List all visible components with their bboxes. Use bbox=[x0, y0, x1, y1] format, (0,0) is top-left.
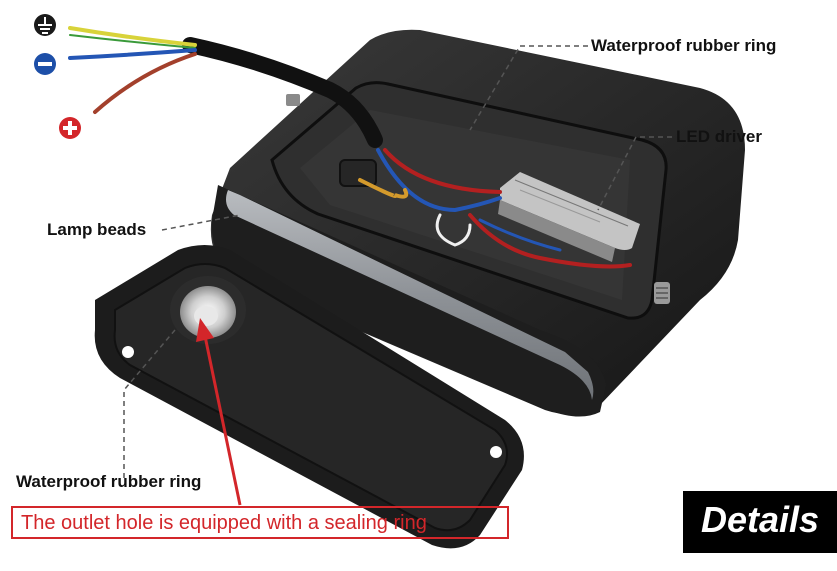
label-waterproof-ring-bottom: Waterproof rubber ring bbox=[16, 472, 202, 491]
plus-icon bbox=[59, 117, 81, 139]
sealing-note-text: The outlet hole is equipped with a seali… bbox=[21, 512, 427, 534]
top-screw bbox=[286, 94, 300, 106]
ground-icon bbox=[34, 14, 56, 36]
mounting-hole-left bbox=[122, 346, 134, 358]
back-cover-plate bbox=[94, 245, 524, 549]
side-screw bbox=[654, 282, 670, 304]
details-badge: Details bbox=[683, 491, 837, 553]
label-led-driver: LED driver bbox=[676, 127, 762, 146]
label-lamp-beads: Lamp beads bbox=[47, 220, 147, 239]
callout-leaders bbox=[123, 45, 672, 478]
minus-icon bbox=[34, 53, 56, 75]
label-waterproof-ring-top: Waterproof rubber ring bbox=[591, 36, 777, 55]
lamp-beads-lens bbox=[226, 190, 594, 400]
red-arrow bbox=[196, 318, 242, 506]
mounting-boss bbox=[339, 159, 377, 187]
mounting-hole-right bbox=[490, 446, 502, 458]
led-driver bbox=[498, 172, 640, 262]
wiring bbox=[68, 26, 632, 269]
sealing-note-box: The outlet hole is equipped with a seali… bbox=[11, 506, 509, 539]
details-badge-text: Details bbox=[700, 499, 820, 540]
